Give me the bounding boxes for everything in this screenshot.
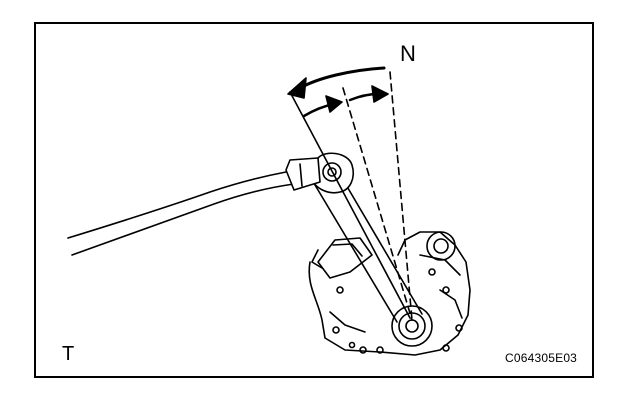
switch-housing: [308, 231, 471, 356]
reference-lines: [289, 71, 413, 321]
curved-arrow-icon: [287, 66, 386, 99]
corner-label: T: [62, 343, 75, 365]
arrow-right-icon: [302, 85, 389, 118]
wrench-handle: [67, 157, 321, 256]
neutral-position-label: N: [400, 41, 416, 66]
figure-code: C064305E03: [505, 351, 578, 365]
